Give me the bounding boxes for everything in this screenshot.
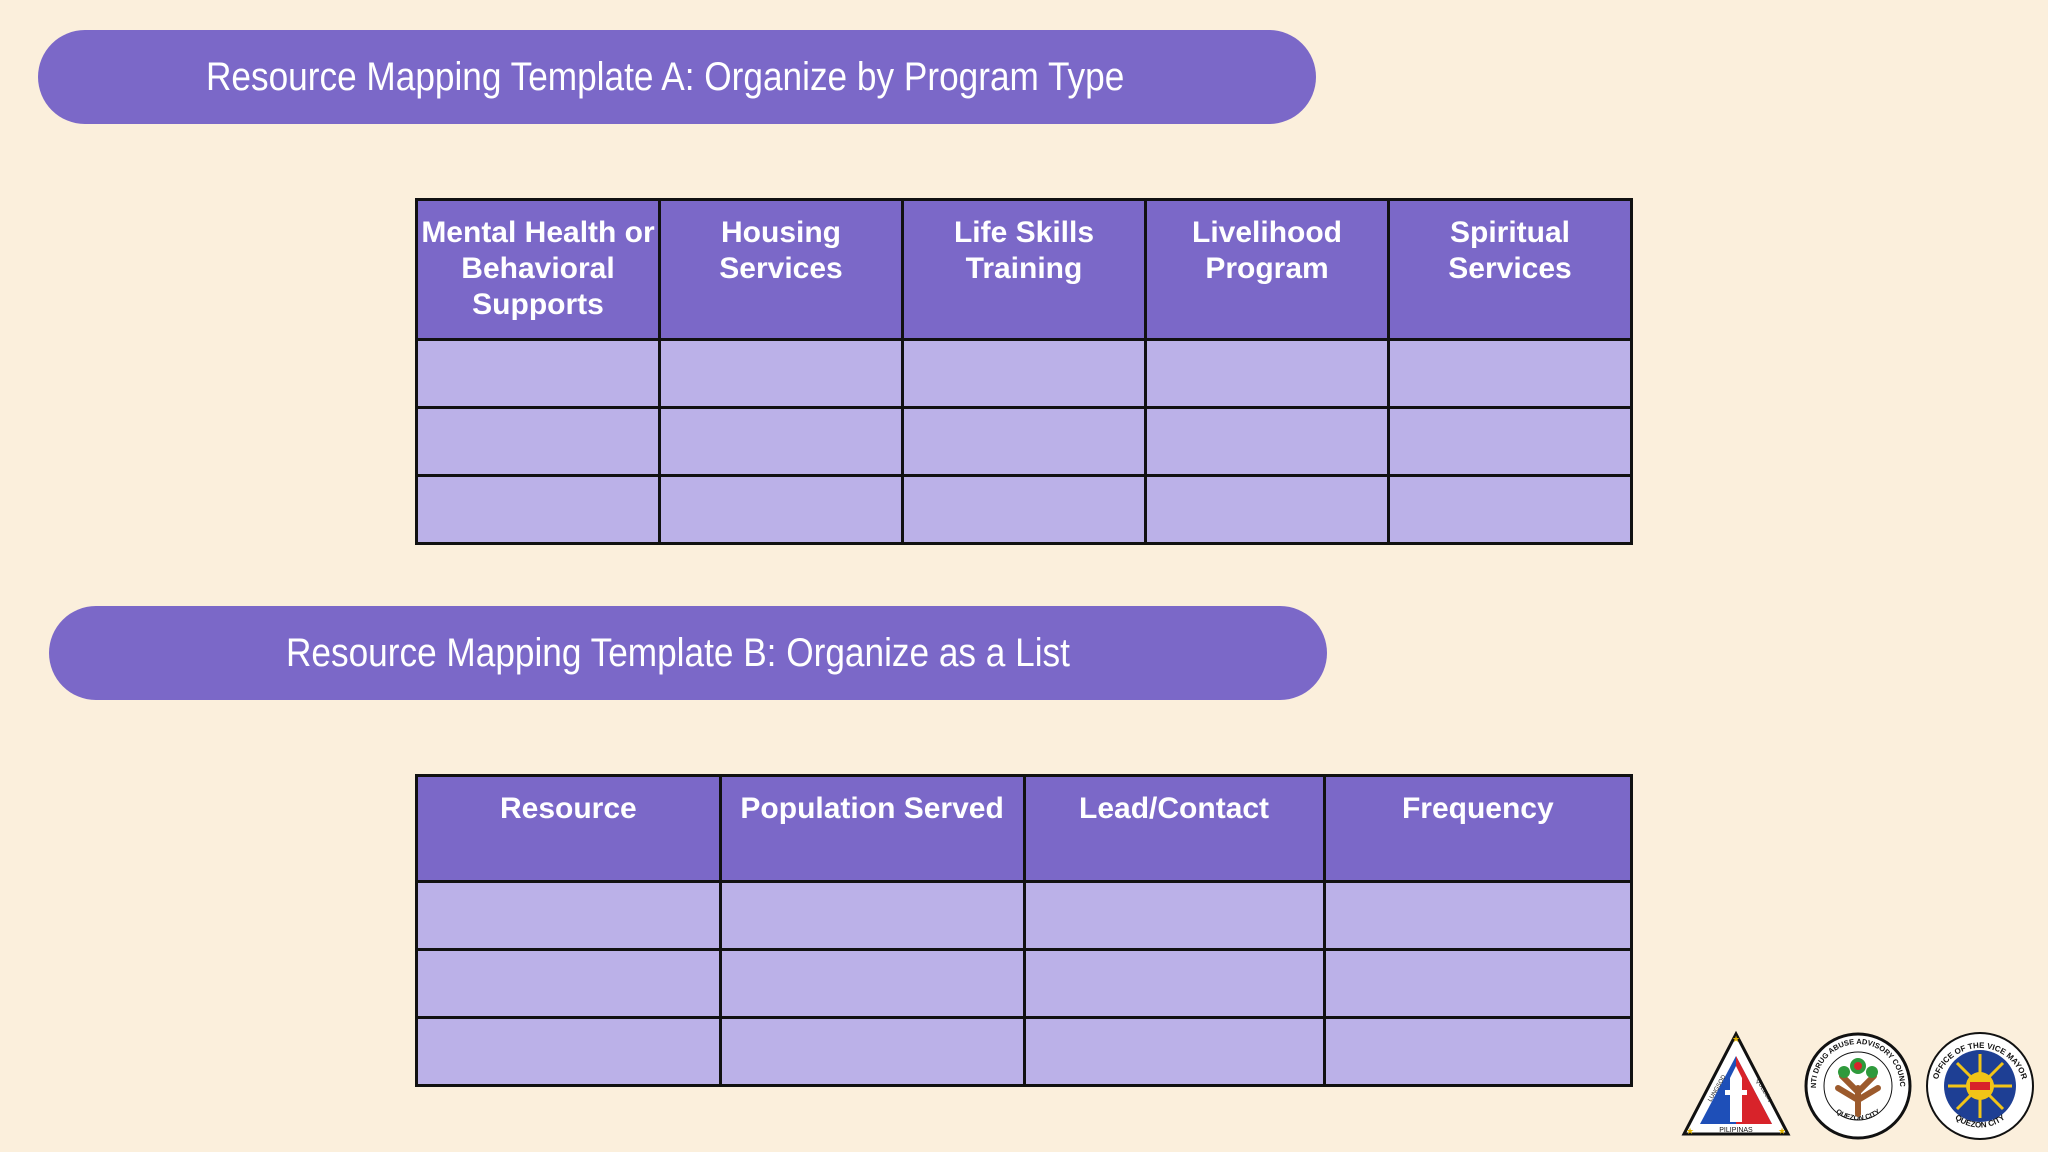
table-row [415,880,1634,951]
table-cell[interactable] [718,1016,1026,1087]
table-cell[interactable] [1022,948,1326,1019]
template-a-header-mental-health: Mental Health or Behavioral Supports [415,198,661,341]
table-cell[interactable] [1322,948,1634,1019]
table-cell[interactable] [718,948,1026,1019]
template-a-header-row: Mental Health or Behavioral Supports Hou… [415,198,1633,341]
template-a-header-livelihood: Livelihood Program [1144,198,1390,341]
table-row [415,1016,1634,1087]
template-a-title-banner: Resource Mapping Template A: Organize by… [38,30,1316,124]
star-icon: ★ [1686,1126,1694,1136]
logo-strip: LUNGSOD QUEZON PILIPINAS ★ ★ ★ ANTI DRUG… [1680,1030,2036,1142]
table-cell[interactable] [415,474,661,545]
table-cell[interactable] [415,880,722,951]
template-b-table: Resource Population Served Lead/Contact … [415,774,1634,1087]
table-cell[interactable] [1144,338,1390,409]
qc-seal-text-bottom: PILIPINAS [1719,1127,1753,1134]
table-cell[interactable] [415,1016,722,1087]
table-cell[interactable] [1022,880,1326,951]
table-cell[interactable] [1322,1016,1634,1087]
adac-seal-logo: ANTI DRUG ABUSE ADVISORY COUNCIL QUEZON … [1802,1030,1912,1140]
table-cell[interactable] [415,948,722,1019]
template-a-header-life-skills: Life Skills Training [901,198,1147,341]
table-row [415,948,1634,1019]
table-cell[interactable] [415,338,661,409]
table-cell[interactable] [1387,406,1633,477]
table-cell[interactable] [1144,474,1390,545]
template-a-table: Mental Health or Behavioral Supports Hou… [415,198,1633,545]
table-cell[interactable] [1387,474,1633,545]
table-cell[interactable] [658,474,904,545]
table-row [415,338,1633,409]
template-b-header-frequency: Frequency [1322,774,1634,883]
table-cell[interactable] [415,406,661,477]
table-cell[interactable] [1387,338,1633,409]
table-cell[interactable] [658,338,904,409]
table-cell[interactable] [1322,880,1634,951]
table-cell[interactable] [1144,406,1390,477]
template-b-title: Resource Mapping Template B: Organize as… [286,630,1070,675]
template-b-header-lead-contact: Lead/Contact [1022,774,1326,883]
template-b-header-population: Population Served [718,774,1026,883]
table-cell[interactable] [901,474,1147,545]
template-a-header-housing: Housing Services [658,198,904,341]
table-cell[interactable] [1022,1016,1326,1087]
star-icon: ★ [1732,1034,1740,1044]
star-icon: ★ [1778,1126,1786,1136]
table-row [415,406,1633,477]
template-a-title: Resource Mapping Template A: Organize by… [206,54,1125,99]
table-cell[interactable] [901,338,1147,409]
template-b-header-row: Resource Population Served Lead/Contact … [415,774,1634,883]
table-cell[interactable] [658,406,904,477]
table-cell[interactable] [901,406,1147,477]
template-a-header-spiritual: Spiritual Services [1387,198,1633,341]
quezon-city-seal-logo: LUNGSOD QUEZON PILIPINAS ★ ★ ★ [1681,1030,1791,1136]
template-b-title-banner: Resource Mapping Template B: Organize as… [49,606,1327,700]
template-b-header-resource: Resource [415,774,722,883]
table-cell[interactable] [718,880,1026,951]
vice-mayor-seal-logo: OFFICE OF THE VICE MAYOR QUEZON CITY [1926,1032,2034,1140]
table-row [415,474,1633,545]
